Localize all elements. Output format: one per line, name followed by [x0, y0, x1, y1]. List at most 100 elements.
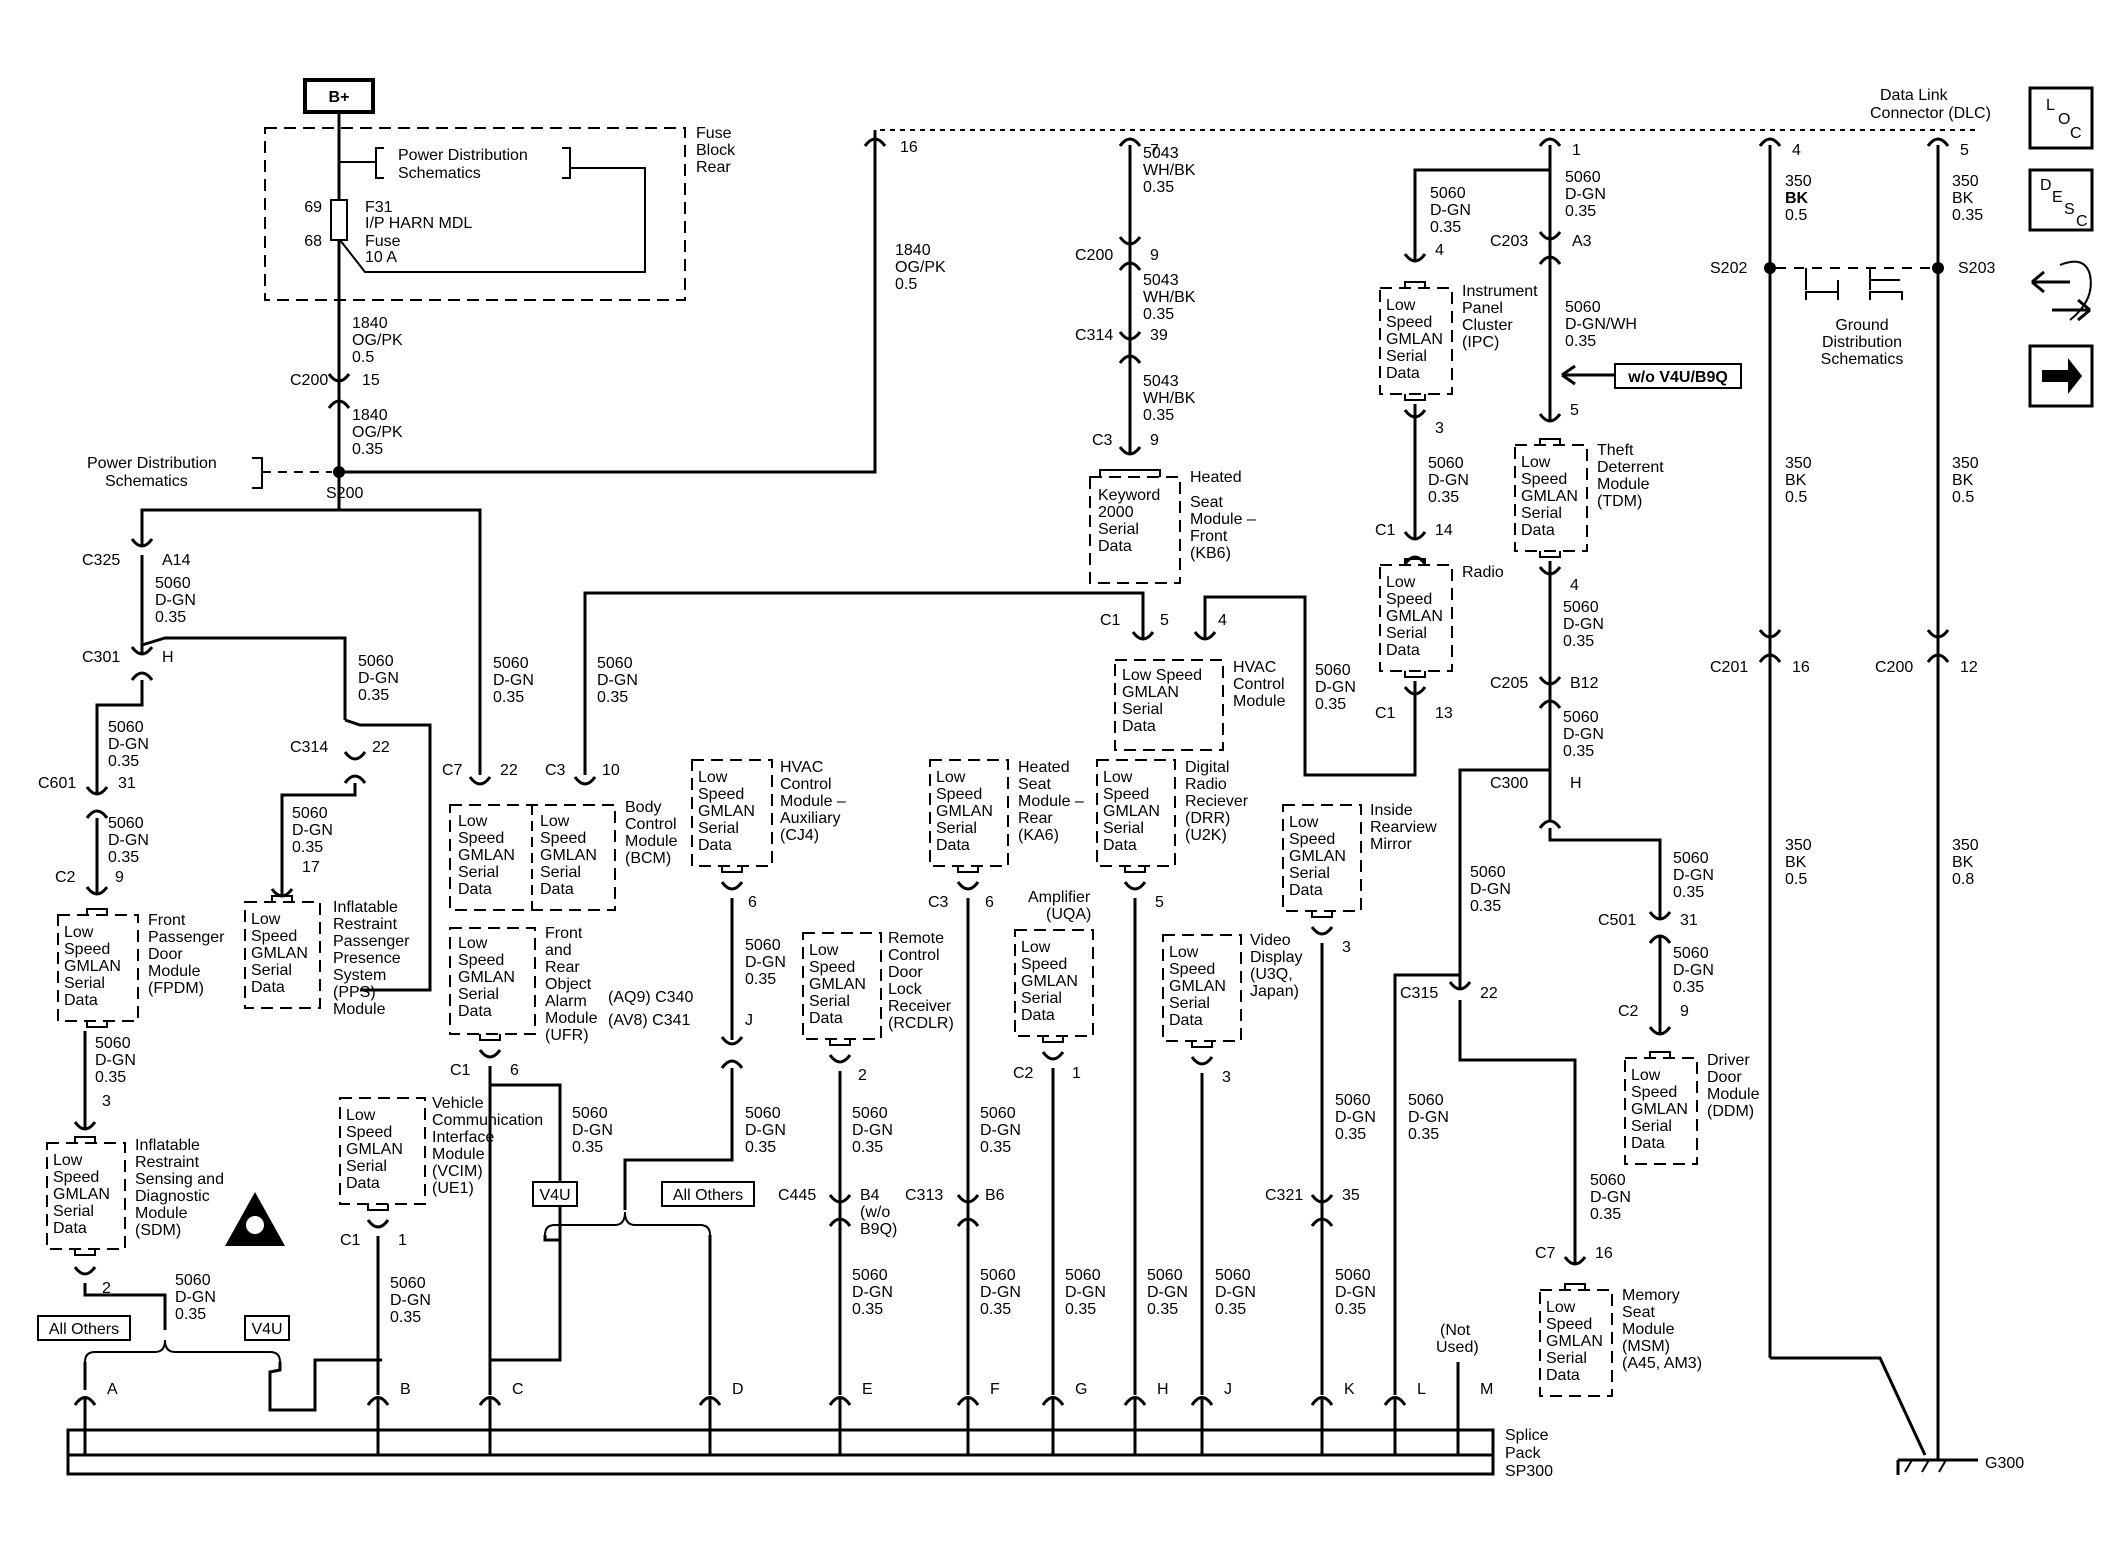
- svg-text:C2: C2: [1618, 1003, 1639, 1020]
- wo-v4u-option: [1614, 363, 1742, 389]
- svg-text:Data: Data: [1289, 882, 1323, 899]
- svg-text:Speed: Speed: [1546, 1316, 1592, 1333]
- desc-icon[interactable]: [2028, 168, 2094, 232]
- svg-text:(AV8) C341: (AV8) C341: [608, 1012, 691, 1029]
- svg-text:Serial: Serial: [53, 1203, 94, 1220]
- svg-text:Module –: Module –: [780, 793, 846, 810]
- splice-pin-b-connector: [366, 1396, 390, 1406]
- svg-text:3: 3: [1342, 939, 1351, 956]
- svg-text:D-GN: D-GN: [1428, 472, 1469, 489]
- svg-text:5: 5: [1570, 402, 1579, 419]
- svg-text:Ground: Ground: [1835, 317, 1888, 334]
- svg-text:D-GN: D-GN: [493, 672, 534, 689]
- svg-text:Low: Low: [346, 1107, 376, 1124]
- loc-icon[interactable]: [2028, 86, 2094, 150]
- svg-text:C314: C314: [1075, 327, 1113, 344]
- svg-text:0.35: 0.35: [597, 689, 628, 706]
- svg-text:5060: 5060: [1315, 662, 1351, 679]
- svg-text:31: 31: [1680, 912, 1698, 929]
- svg-text:1840: 1840: [895, 242, 931, 259]
- svg-text:HVAC: HVAC: [1233, 659, 1276, 676]
- svg-text:I/P HARN MDL: I/P HARN MDL: [365, 215, 472, 232]
- svg-text:Speed: Speed: [1289, 831, 1335, 848]
- svg-text:Data: Data: [458, 1003, 492, 1020]
- svg-text:5060: 5060: [852, 1267, 888, 1284]
- svg-text:C445: C445: [778, 1187, 816, 1204]
- svg-text:5043: 5043: [1143, 373, 1179, 390]
- svg-text:Theft: Theft: [1597, 442, 1634, 459]
- svg-text:Low: Low: [458, 935, 488, 952]
- svg-text:Alarm: Alarm: [545, 993, 587, 1010]
- ground-branch: 350 BK 0.5 350 BK 0.35 S202 S203 Ground …: [1710, 145, 2024, 1475]
- svg-text:0.35: 0.35: [1143, 306, 1174, 323]
- svg-text:Fuse: Fuse: [696, 125, 732, 142]
- svg-text:Vehicle: Vehicle: [432, 1095, 484, 1112]
- svg-text:0.35: 0.35: [1673, 884, 1704, 901]
- svg-text:5060: 5060: [1565, 299, 1601, 316]
- svg-text:Data: Data: [64, 992, 98, 1009]
- svg-text:Passenger: Passenger: [148, 929, 225, 946]
- hvac-control-box: [1114, 659, 1224, 751]
- svg-text:0.35: 0.35: [1590, 1206, 1621, 1223]
- svg-text:GMLAN: GMLAN: [1521, 488, 1578, 505]
- svg-text:D-GN: D-GN: [1470, 881, 1511, 898]
- svg-text:5060: 5060: [745, 937, 781, 954]
- fuse-block-rear-box: [264, 127, 686, 301]
- svg-text:Serial: Serial: [1289, 865, 1330, 882]
- svg-text:5060: 5060: [1408, 1092, 1444, 1109]
- svg-text:35: 35: [1342, 1187, 1360, 1204]
- svg-text:3: 3: [1435, 420, 1444, 437]
- svg-text:B4: B4: [860, 1187, 880, 1204]
- svg-text:GMLAN: GMLAN: [458, 969, 515, 986]
- svg-text:S200: S200: [326, 485, 363, 502]
- svg-text:Connector (DLC): Connector (DLC): [1870, 105, 1991, 122]
- svg-text:Block: Block: [696, 142, 736, 159]
- svg-text:2000: 2000: [1098, 504, 1134, 521]
- svg-text:5060: 5060: [390, 1275, 426, 1292]
- splice-pin-b-label: B: [400, 1381, 411, 1398]
- hvac-aux-branch: Low Speed GMLAN Serial Data HVAC Control…: [532, 759, 846, 1395]
- s202-splice: [1764, 262, 1776, 274]
- svg-text:Low: Low: [809, 942, 839, 959]
- svg-text:E: E: [2052, 189, 2063, 206]
- middle-modules: Low Speed GMLAN Serial Data Remote Contr…: [778, 759, 1479, 1455]
- drr-box: [1096, 759, 1176, 867]
- svg-text:C1: C1: [1375, 522, 1396, 539]
- svg-text:Power Distribution: Power Distribution: [87, 455, 217, 472]
- svg-text:Data: Data: [1098, 538, 1132, 555]
- svg-text:Lock: Lock: [888, 981, 923, 998]
- svg-text:D-GN: D-GN: [358, 670, 399, 687]
- svg-text:1840: 1840: [352, 315, 388, 332]
- svg-text:(Not: (Not: [1440, 1322, 1471, 1339]
- svg-text:Speed: Speed: [458, 952, 504, 969]
- svg-text:5: 5: [1155, 894, 1164, 911]
- svg-text:(UE1): (UE1): [432, 1180, 474, 1197]
- svg-text:Door: Door: [148, 946, 183, 963]
- svg-text:Restraint: Restraint: [333, 916, 398, 933]
- svg-text:0.35: 0.35: [1147, 1301, 1178, 1318]
- svg-text:Low: Low: [1103, 769, 1133, 786]
- svg-text:Distribution: Distribution: [1822, 334, 1902, 351]
- svg-text:D-GN: D-GN: [745, 954, 786, 971]
- svg-text:Speed: Speed: [1103, 786, 1149, 803]
- svg-text:5060: 5060: [1673, 850, 1709, 867]
- svg-text:Data: Data: [1021, 1007, 1055, 1024]
- svg-text:0.35: 0.35: [572, 1139, 603, 1156]
- nav-icons[interactable]: L O C D E S C: [2028, 86, 2094, 408]
- svg-text:L: L: [2046, 97, 2055, 114]
- svg-text:Rear: Rear: [696, 159, 731, 176]
- svg-text:Low: Low: [1386, 297, 1416, 314]
- svg-text:Data: Data: [1386, 642, 1420, 659]
- svg-text:BK: BK: [1952, 472, 1974, 489]
- svg-text:D-GN: D-GN: [1590, 1189, 1631, 1206]
- svg-text:D-GN: D-GN: [1430, 202, 1471, 219]
- svg-text:350: 350: [1952, 837, 1979, 854]
- connector-hand-icon[interactable]: [2031, 260, 2092, 322]
- svg-text:SP300: SP300: [1505, 1463, 1553, 1480]
- svg-text:GMLAN: GMLAN: [346, 1141, 403, 1158]
- s203-splice: [1932, 262, 1944, 274]
- svg-text:5043: 5043: [1143, 272, 1179, 289]
- svg-text:D-GN: D-GN: [572, 1122, 613, 1139]
